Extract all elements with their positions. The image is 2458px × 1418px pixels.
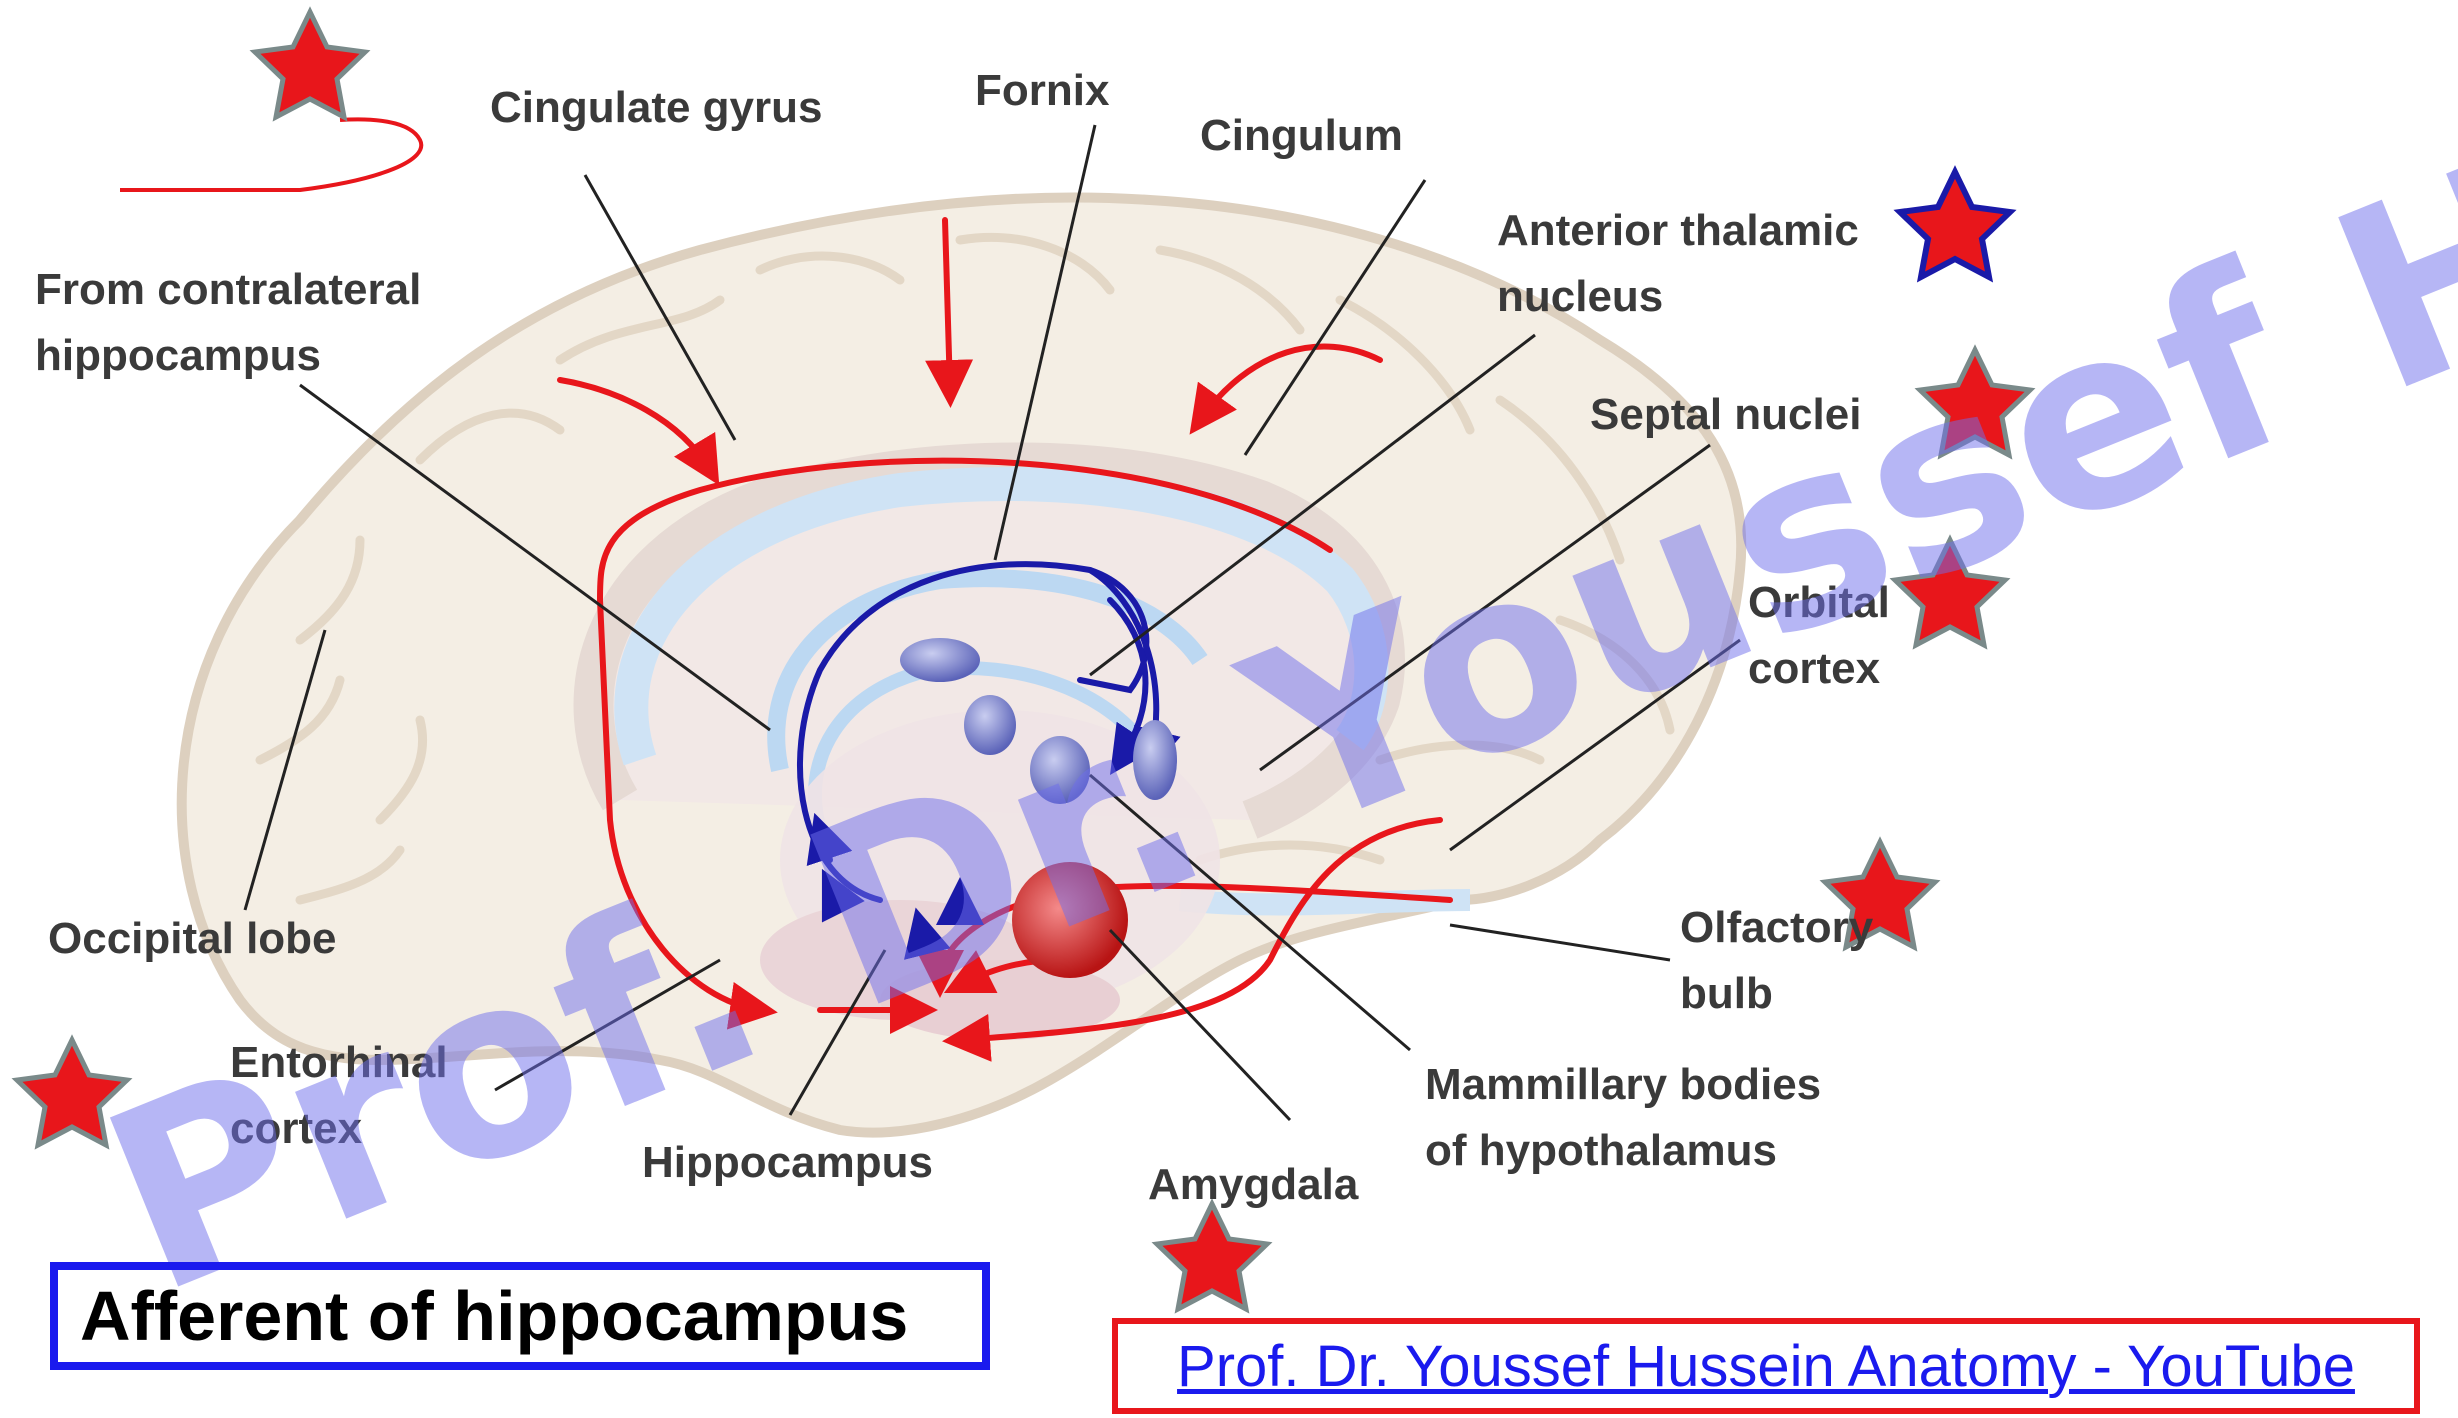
label-cingulum: Cingulum: [1200, 103, 1403, 169]
star-icon: [1900, 172, 2010, 277]
star-icon: [1157, 1204, 1267, 1309]
label-fornix: Fornix: [975, 58, 1109, 124]
label-orbital-cortex: Orbital cortex: [1748, 570, 1890, 702]
label-amygdala: Amygdala: [1148, 1152, 1358, 1218]
star-icon: [17, 1040, 127, 1145]
label-septal-nuclei: Septal nuclei: [1590, 382, 1861, 448]
septal-nucleus: [964, 695, 1016, 755]
label-from-contralateral-hippocampus: From contralateral hippocampus: [35, 257, 421, 389]
label-olfactory-bulb: Olfactory bulb: [1680, 895, 1873, 1027]
label-mammillary-bodies: Mammillary bodies of hypothalamus: [1425, 1052, 1821, 1184]
star-icon: [1895, 540, 2005, 645]
youtube-link[interactable]: Prof. Dr. Youssef Hussein Anatomy - YouT…: [1177, 1333, 2355, 1400]
red-curl: [120, 119, 421, 190]
title-box: Afferent of hippocampus: [50, 1262, 990, 1370]
page-title: Afferent of hippocampus: [80, 1276, 908, 1356]
star-icon: [255, 12, 365, 117]
label-occipital-lobe: Occipital lobe: [48, 906, 337, 972]
label-entorhinal-cortex: Entorhinal cortex: [230, 1030, 448, 1162]
anterior-thalamic-nucleus: [900, 638, 980, 682]
star-icon: [1920, 350, 2030, 455]
amygdala-shape: [1012, 862, 1128, 978]
label-anterior-thalamic-nucleus: Anterior thalamic nucleus: [1497, 198, 1859, 330]
mammillary-body: [1030, 736, 1090, 804]
youtube-link-box[interactable]: Prof. Dr. Youssef Hussein Anatomy - YouT…: [1112, 1318, 2420, 1414]
label-cingulate-gyrus: Cingulate gyrus: [490, 75, 823, 141]
label-hippocampus: Hippocampus: [642, 1130, 933, 1196]
